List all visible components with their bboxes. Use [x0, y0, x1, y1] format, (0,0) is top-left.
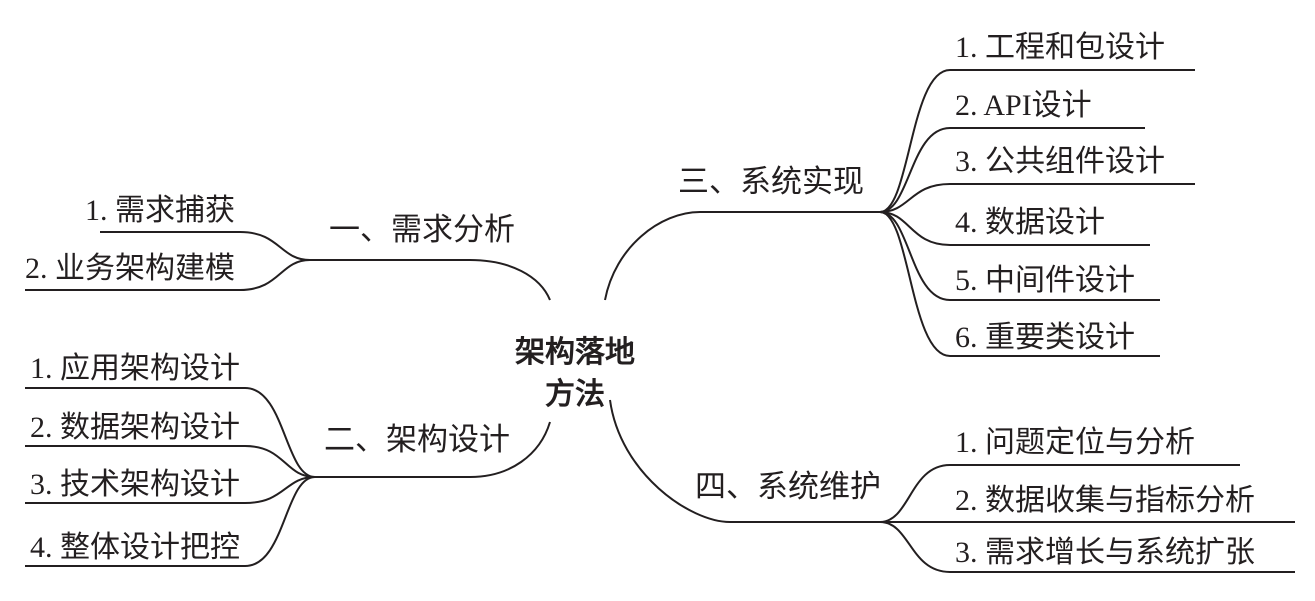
list-item: 4. 整体设计把控	[30, 531, 240, 564]
item-connector	[25, 476, 316, 504]
item-connector	[25, 259, 311, 291]
branch-connector-4	[609, 399, 880, 523]
branch-connector-2	[315, 421, 551, 478]
branch-label-4: 四、系统维护	[695, 469, 881, 504]
branch-label-3: 三、系统实现	[678, 164, 864, 199]
item-connector	[879, 521, 1295, 573]
center-title-line1: 架构落地	[515, 335, 635, 370]
branch-connector-1	[310, 259, 551, 301]
list-item: 2. 数据收集与指标分析	[955, 484, 1255, 517]
center-title-line2: 方法	[545, 377, 605, 412]
list-item: 3. 技术架构设计	[30, 468, 240, 501]
branch-label-1: 一、需求分析	[329, 212, 515, 247]
item-connector	[879, 464, 1240, 523]
item-connector	[100, 231, 311, 261]
list-item: 1. 需求捕获	[85, 194, 235, 227]
list-item: 3. 需求增长与系统扩张	[955, 536, 1255, 569]
list-item: 3. 公共组件设计	[955, 145, 1165, 178]
connector-lines	[25, 69, 1295, 573]
item-connector	[879, 211, 1160, 301]
list-item: 5. 中间件设计	[955, 264, 1135, 297]
list-item: 2. API设计	[955, 89, 1092, 122]
list-item: 1. 工程和包设计	[955, 31, 1165, 64]
item-connector	[879, 183, 1195, 213]
list-item: 1. 问题定位与分析	[955, 426, 1195, 459]
item-connector	[879, 127, 1145, 213]
item-connector	[25, 476, 316, 567]
item-connector	[879, 211, 1160, 357]
list-item: 2. 数据架构设计	[30, 411, 240, 444]
list-item: 2. 业务架构建模	[25, 252, 235, 285]
item-connector	[879, 211, 1150, 246]
list-item: 6. 重要类设计	[955, 321, 1135, 354]
item-connector	[879, 69, 1195, 213]
branch-label-2: 二、架构设计	[324, 422, 510, 457]
list-item: 4. 数据设计	[955, 206, 1105, 239]
branch-connector-3	[604, 211, 880, 301]
item-connector	[25, 445, 316, 478]
list-item: 1. 应用架构设计	[30, 352, 240, 385]
item-connector	[25, 387, 316, 478]
